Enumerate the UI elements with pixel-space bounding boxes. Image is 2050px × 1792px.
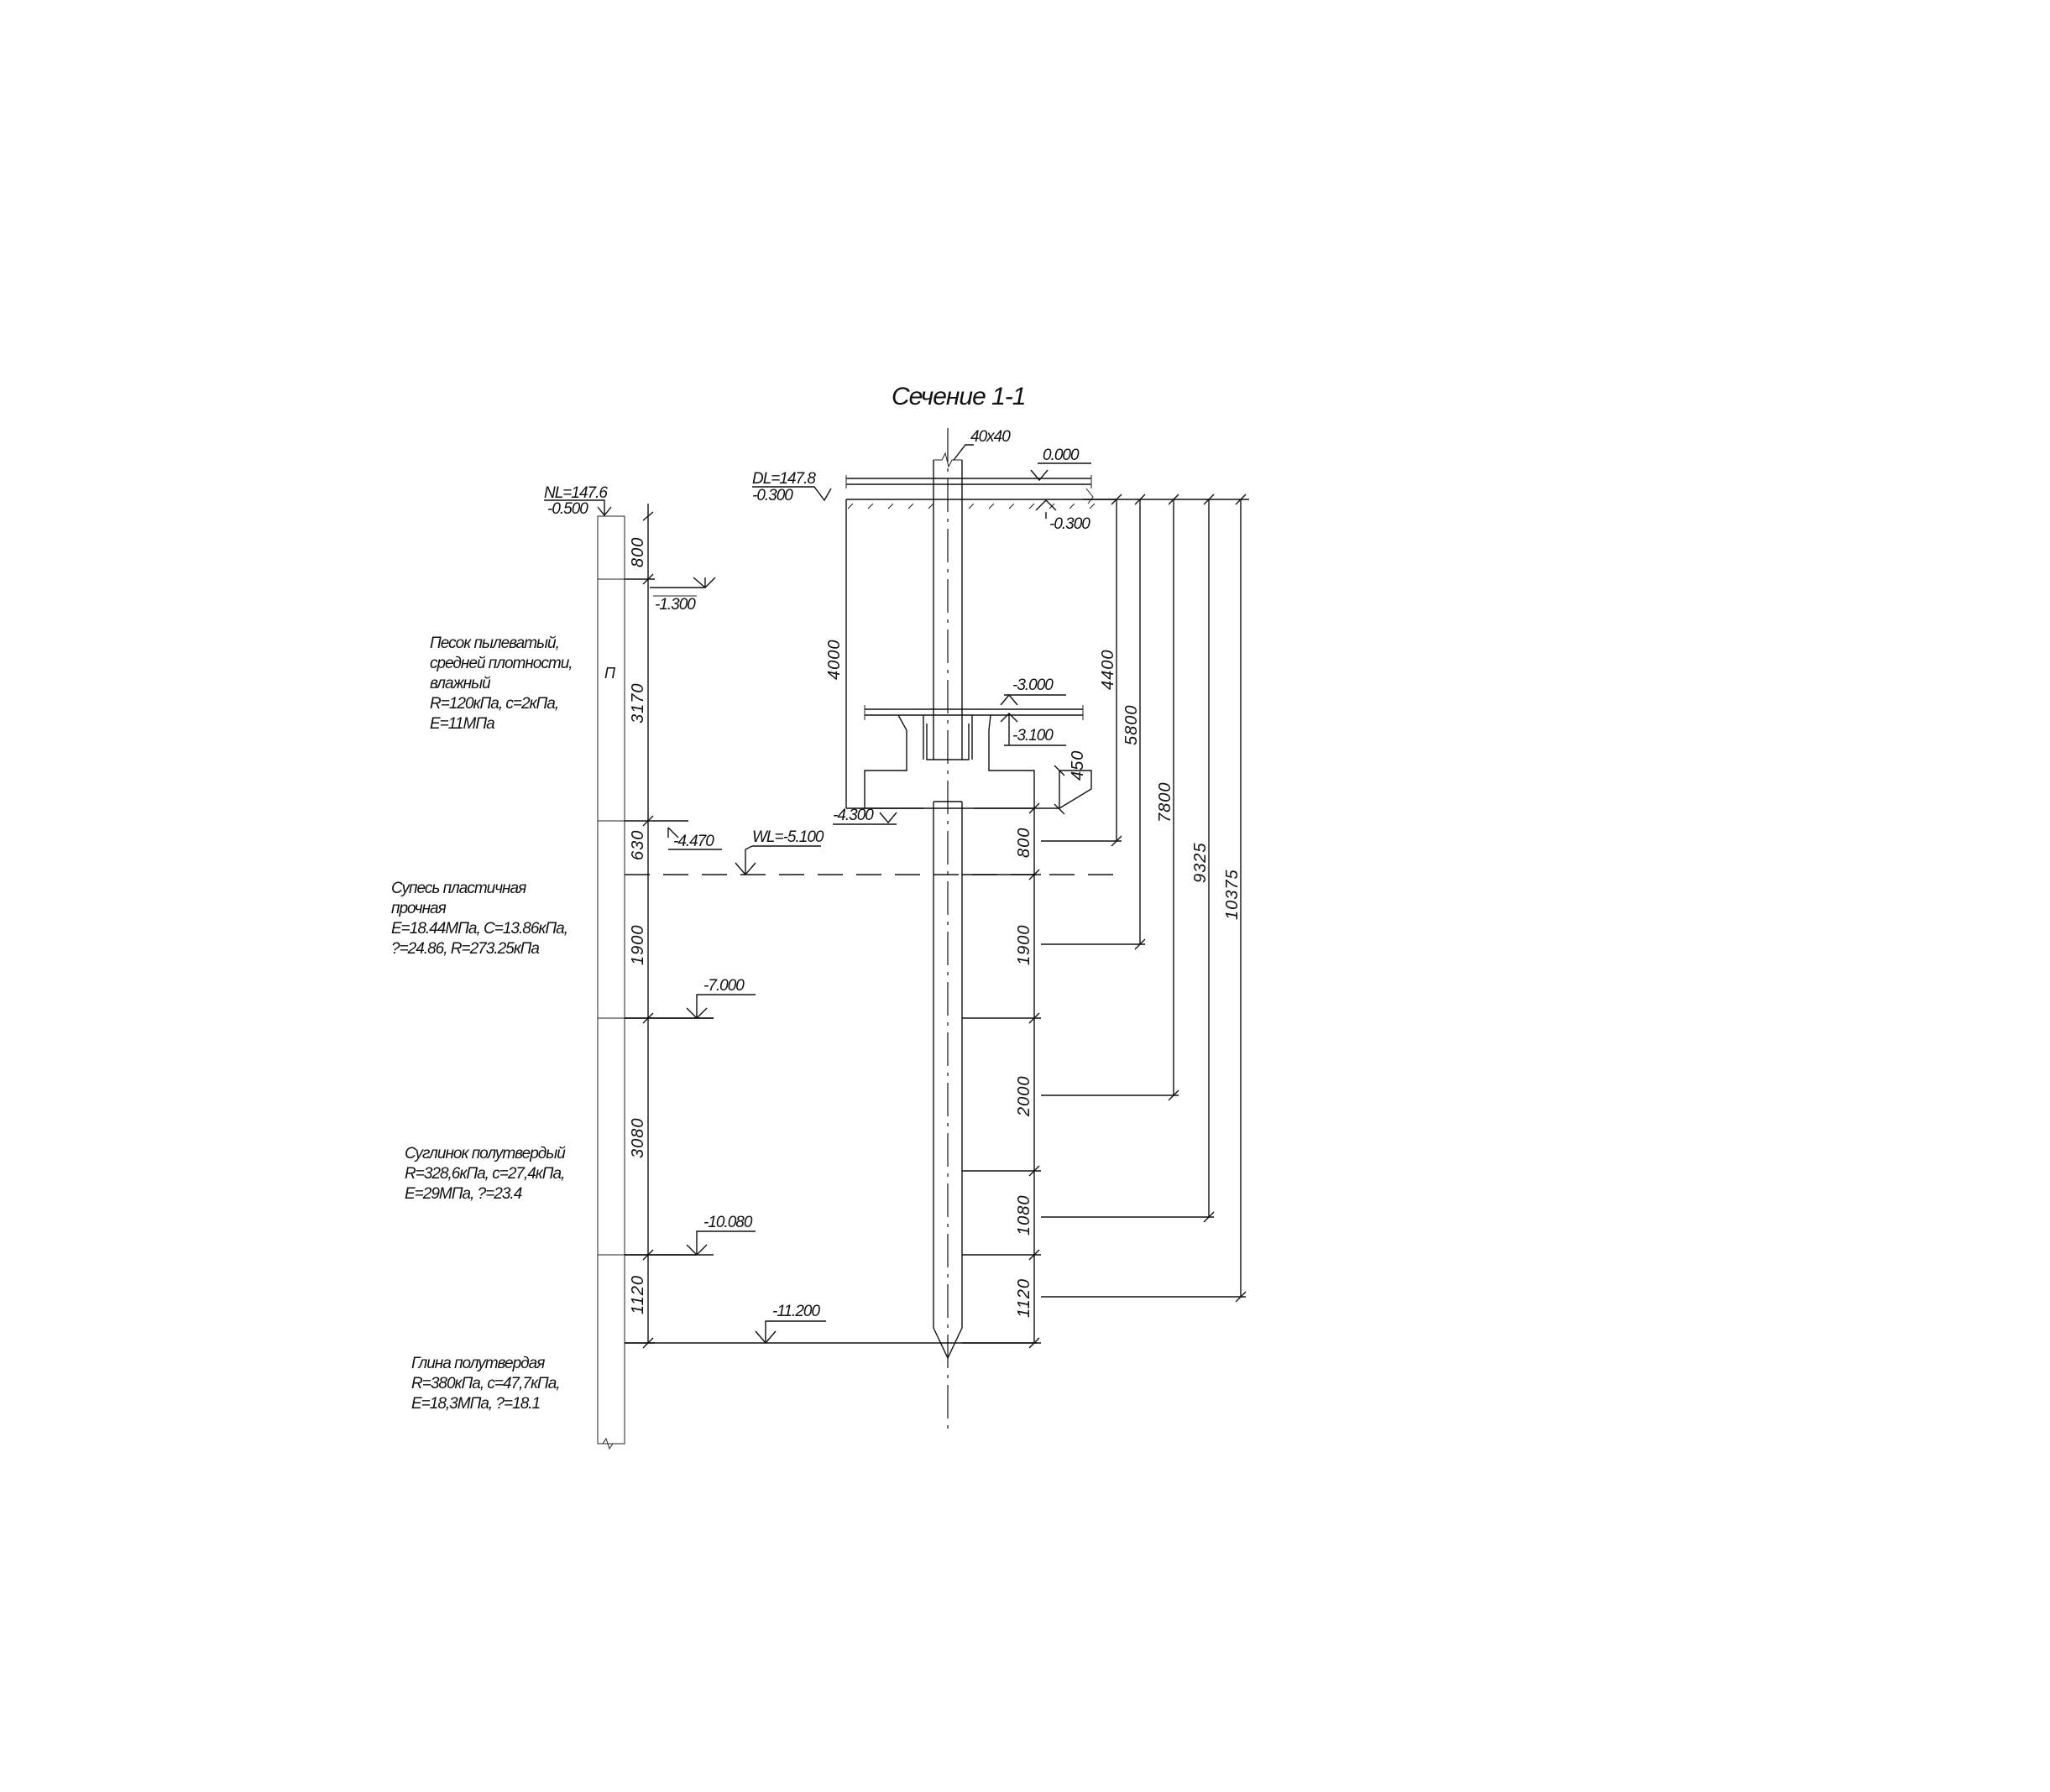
pile-dim-2: 1900 [1015, 925, 1033, 966]
soil-4-line-3: E=18,3МПа, ?=18.1 [411, 1395, 540, 1413]
left-dim-3: 630 [629, 830, 647, 860]
level-mark-10080: -10.080 [625, 1214, 756, 1256]
pile [933, 428, 963, 1435]
level-4300: -4.300 [833, 807, 874, 824]
level-11200: -11.200 [772, 1303, 820, 1320]
soil-4-line-2: R=380кПа, c=47,7кПа, [411, 1375, 560, 1392]
soil-1-line-4: R=120кПа, c=2кПа, [430, 695, 558, 713]
cap-dim-4000: 4000 [825, 640, 844, 681]
nl-level: -0.500 [547, 500, 588, 518]
soil-4-line-1: Глина полутвердая [411, 1355, 545, 1372]
pile-dim-chain: 800 1900 2000 1080 1120 [962, 802, 1041, 1349]
nl-mark: NL=147.6 -0.500 [544, 484, 612, 518]
level-mark-7000: -7.000 [625, 977, 756, 1019]
left-dim-1: 800 [629, 537, 647, 567]
soil-2-line-1: Супесь пластичная [391, 880, 526, 897]
soil-2: Супесь пластичная прочная E=18.44МПа, C=… [391, 880, 571, 958]
top-level-marks: DL=147.8 -0.300 0.000 -0.300 -3.000 -3.1… [752, 447, 1091, 825]
level-mark-4470: -4.470 [667, 827, 722, 850]
overall-dim-3: 7800 [1156, 782, 1174, 823]
soil-2-line-2: прочная [391, 900, 447, 917]
level-3000: -3.000 [1012, 677, 1054, 694]
level-10080: -10.080 [703, 1214, 753, 1231]
layer-fill-sandy-loam [597, 820, 625, 1019]
pile-dim-5: 1120 [1015, 1278, 1033, 1318]
soil-3-line-3: E=29МПа, ?=23.4 [405, 1185, 522, 1203]
left-dim-4: 1900 [629, 925, 647, 966]
left-dim-2: 3170 [629, 683, 647, 724]
level-1300: -1.300 [655, 596, 696, 614]
pile-dim-4: 1080 [1015, 1195, 1033, 1236]
soil-descriptions: Песок пылеватый, средней плотности, влаж… [391, 635, 576, 1413]
pile-section-label: 40x40 [970, 428, 1011, 446]
pile-dim-1: 800 [1015, 828, 1033, 858]
soil-4: Глина полутвердая R=380кПа, c=47,7кПа, E… [411, 1355, 563, 1413]
soil-2-line-4: ?=24.86, R=273.25кПа [391, 940, 539, 958]
level-mark-1300: -1.300 [650, 577, 716, 614]
dl-label: DL=147.8 [752, 470, 816, 488]
column-and-cap: 40x40 4000 450 [825, 428, 1117, 815]
layer-fill-clay [597, 1254, 625, 1445]
left-dim-5: 3080 [629, 1118, 647, 1159]
section-title: Сечение 1-1 [892, 383, 1025, 410]
layer-fill-topsoil [597, 515, 625, 580]
overall-dim-5: 10375 [1223, 869, 1242, 920]
borehole-column: П [597, 504, 714, 1450]
layer-fill-sand [597, 578, 625, 822]
left-dim-6: 1120 [629, 1275, 647, 1314]
soil-1-line-2: средней плотности, [430, 655, 573, 672]
overall-dim-2: 5800 [1122, 705, 1141, 746]
water-level: WL=-5.100 [625, 828, 1125, 876]
level-3100: -3.100 [1012, 727, 1054, 744]
soil-layer-marker: П [604, 665, 616, 682]
soil-1-line-5: E=11МПа [430, 715, 494, 733]
soil-3-line-2: R=328,6кПа, c=27,4кПа, [405, 1165, 564, 1183]
wl-label: WL=-5.100 [752, 828, 824, 846]
zero-level: 0.000 [1043, 447, 1080, 464]
nl-label: NL=147.6 [544, 484, 608, 502]
overall-dim-1: 4400 [1099, 650, 1117, 691]
dl-level: -0.300 [752, 487, 793, 504]
soil-3-line-1: Суглинок полутвердый [405, 1145, 566, 1162]
soil-3: Суглинок полутвердый R=328,6кПа, c=27,4к… [405, 1145, 568, 1203]
level-mark-11200: -11.200 [625, 1303, 1038, 1345]
overall-dims: 4400 5800 7800 9325 10375 [1041, 494, 1249, 1303]
soil-2-line-3: E=18.44МПа, C=13.86кПа, [391, 920, 567, 938]
level-7000: -7.000 [703, 977, 745, 995]
soil-1-line-3: влажный [430, 675, 491, 692]
level-4470: -4.470 [673, 833, 714, 850]
overall-dim-4: 9325 [1191, 843, 1210, 884]
cap-dim-450: 450 [1069, 750, 1087, 781]
pile-dim-3: 2000 [1015, 1076, 1033, 1118]
left-layer-dims: 800 3170 630 1900 3080 1120 [629, 537, 647, 1314]
soil-1: Песок пылеватый, средней плотности, влаж… [430, 635, 576, 733]
soil-1-line-1: Песок пылеватый, [430, 635, 559, 652]
layer-fill-loam [597, 1017, 625, 1256]
ground-right-level: -0.300 [1049, 515, 1090, 533]
